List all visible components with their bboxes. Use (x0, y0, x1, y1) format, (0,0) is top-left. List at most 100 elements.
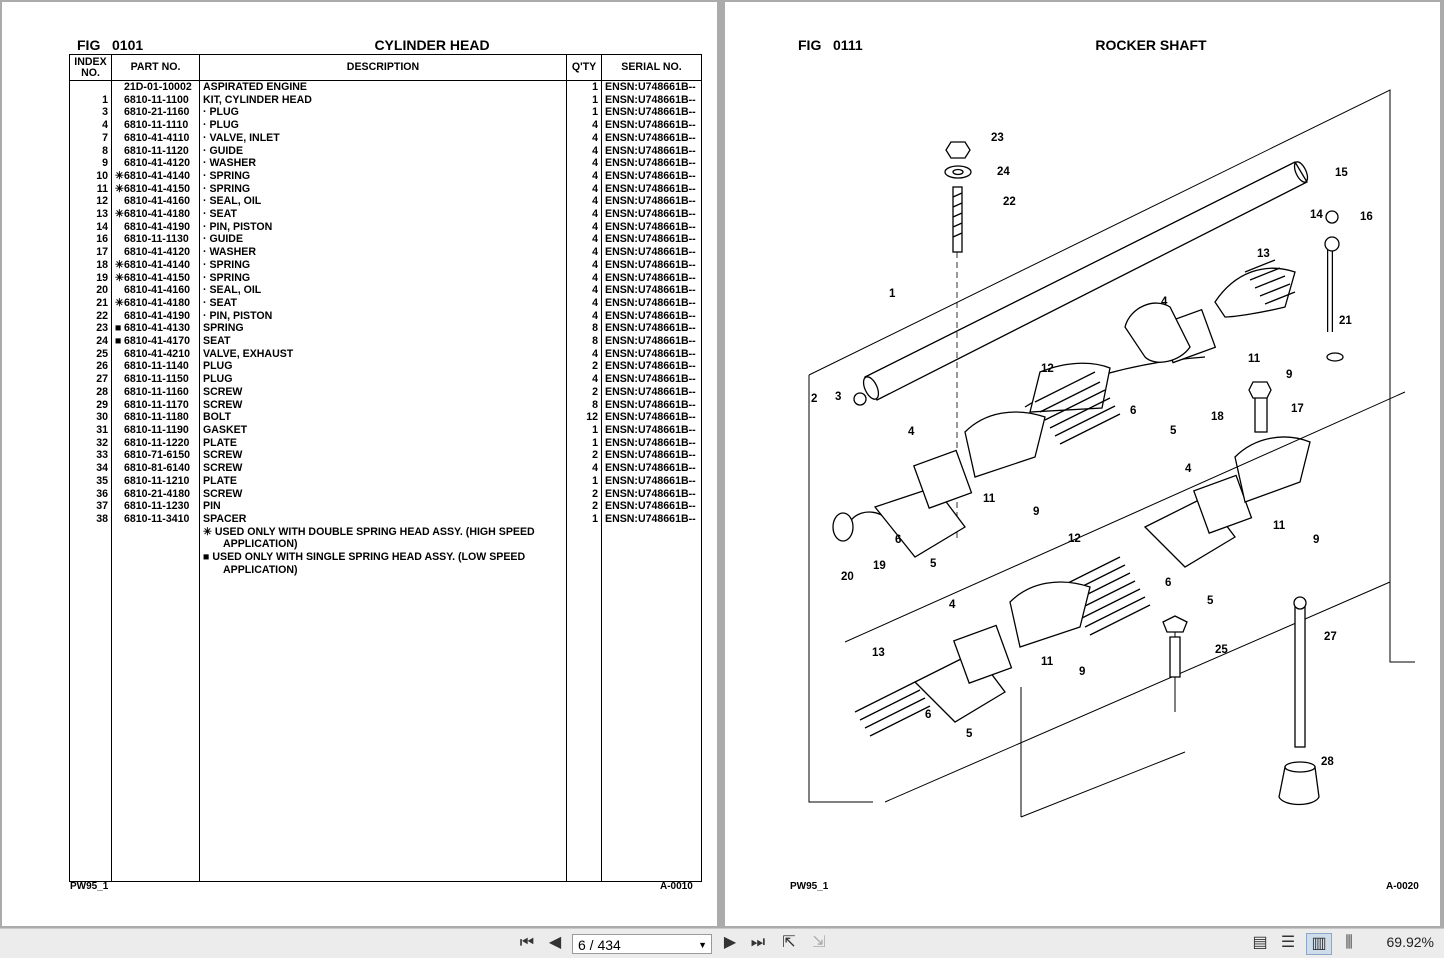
callout-6: 6 (1165, 577, 1171, 589)
next-page-icon[interactable]: ▶ (723, 934, 737, 951)
part-number: 6810-11-1230 (124, 500, 190, 513)
index-cell: 27 (69, 373, 112, 386)
description-cell: GASKET (199, 423, 567, 437)
empty-cell (601, 525, 702, 539)
plug (853, 392, 867, 406)
part-number: 6810-81-6140 (124, 462, 190, 475)
description-cell: KIT, CYLINDER HEAD (199, 93, 567, 107)
description-cell: · PLUG (199, 106, 567, 120)
part-number: 6810-11-1130 (124, 233, 189, 246)
last-page-icon[interactable]: ⏭ (750, 934, 766, 951)
description-cell: · SEAL, OIL (199, 195, 567, 209)
part-no-cell: ✳6810-41-4180 (111, 296, 200, 310)
part-no-cell: 6810-41-4120 (111, 157, 200, 170)
index-cell: 1 (69, 93, 112, 107)
empty-cell (601, 551, 702, 564)
index-cell: 34 (69, 462, 112, 475)
index-cell: 25 (69, 347, 112, 361)
description-cell: · SEAT (199, 296, 567, 310)
part-number: 6810-11-1180 (124, 411, 189, 424)
description-cell: SCREW (199, 487, 567, 501)
callout-13: 13 (1257, 248, 1270, 260)
go-back-icon[interactable]: ⇱ (782, 934, 796, 951)
note-text: APPLICATION) (199, 563, 567, 577)
qty-cell: 4 (566, 284, 602, 297)
qty-cell: 4 (566, 144, 602, 158)
first-page-icon[interactable]: ⏮ (519, 934, 535, 951)
part-number: 6810-41-4170 (124, 335, 190, 348)
index-cell: 26 (69, 360, 112, 374)
footnote-marker: ✳ (115, 271, 124, 284)
serial-cell: ENSN:U748661B-- (601, 385, 702, 399)
part-number: 6810-41-4120 (124, 157, 190, 170)
serial-cell: ENSN:U748661B-- (601, 411, 702, 424)
rocker-group-middle (832, 381, 1406, 643)
callout-9: 9 (1313, 534, 1319, 546)
part-number: 6810-11-1160 (124, 385, 189, 398)
rocker-shaft (862, 161, 1309, 401)
index-cell (69, 80, 112, 94)
part-number: 6810-21-4180 (124, 487, 190, 500)
part-no-cell: 6810-11-1130 (111, 233, 200, 247)
serial-cell: ENSN:U748661B-- (601, 246, 702, 259)
description-cell: · SEAL, OIL (199, 284, 567, 297)
index-cell: 19 (69, 271, 112, 285)
index-cell: 17 (69, 246, 112, 259)
two-page-icon[interactable]: ▥ (1306, 933, 1332, 955)
callout-11: 11 (1273, 520, 1286, 532)
callout-12: 12 (1041, 363, 1054, 375)
go-forward-icon[interactable]: ⇲ (812, 934, 826, 951)
callout-20: 20 (841, 571, 854, 583)
single-page-icon[interactable]: ▤ (1252, 934, 1268, 951)
note-line: USED ONLY WITH SINGLE SPRING HEAD ASSY. … (212, 551, 526, 564)
qty-cell: 4 (566, 220, 602, 234)
prev-page-icon[interactable]: ◀ (548, 934, 562, 951)
empty-cell (566, 538, 602, 552)
part-number: 6810-41-4120 (124, 246, 190, 259)
right-page: FIG 0111 ROCKER SHAFT (725, 2, 1440, 926)
note-text: ■ USED ONLY WITH SINGLE SPRING HEAD ASSY… (199, 551, 567, 564)
part-number: 6810-41-4190 (124, 220, 190, 233)
index-cell: 30 (69, 411, 112, 424)
callout-5: 5 (930, 558, 937, 570)
part-no-cell: 6810-11-1150 (111, 373, 200, 386)
empty-cell (69, 525, 112, 539)
page-title: CYLINDER HEAD (374, 37, 490, 53)
filler-row (69, 576, 702, 883)
qty-cell: 8 (566, 322, 602, 336)
part-number: 6810-21-1160 (124, 106, 190, 119)
callout-22: 22 (1003, 196, 1016, 208)
qty-cell: 2 (566, 385, 602, 399)
page-number-select[interactable]: 6 / 434▼ (572, 934, 712, 954)
index-cell: 24 (69, 335, 112, 348)
callout-17: 17 (1291, 403, 1304, 415)
callout-1: 1 (889, 288, 896, 300)
description-cell: PIN (199, 500, 567, 513)
footnote-marker: ✳ (115, 258, 124, 271)
qty-cell: 1 (566, 93, 602, 107)
description-cell: · SEAT (199, 208, 567, 221)
part-number: 6810-41-4180 (124, 208, 190, 221)
note-line: APPLICATION) (223, 563, 298, 576)
callout-5: 5 (1207, 595, 1214, 607)
zoom-level[interactable]: 69.92% (1386, 934, 1434, 950)
part-no-cell: 6810-11-1230 (111, 500, 200, 513)
part-no-cell: 6810-41-4210 (111, 347, 200, 361)
empty-cell (566, 563, 602, 577)
qty-cell: 1 (566, 80, 602, 94)
part-number: 6810-11-1190 (124, 423, 189, 436)
empty-cell (601, 576, 702, 883)
continuous-icon[interactable]: ☰ (1280, 934, 1296, 951)
empty-cell (111, 551, 200, 564)
two-page-scroll-icon[interactable]: ⫼ (1345, 934, 1353, 951)
